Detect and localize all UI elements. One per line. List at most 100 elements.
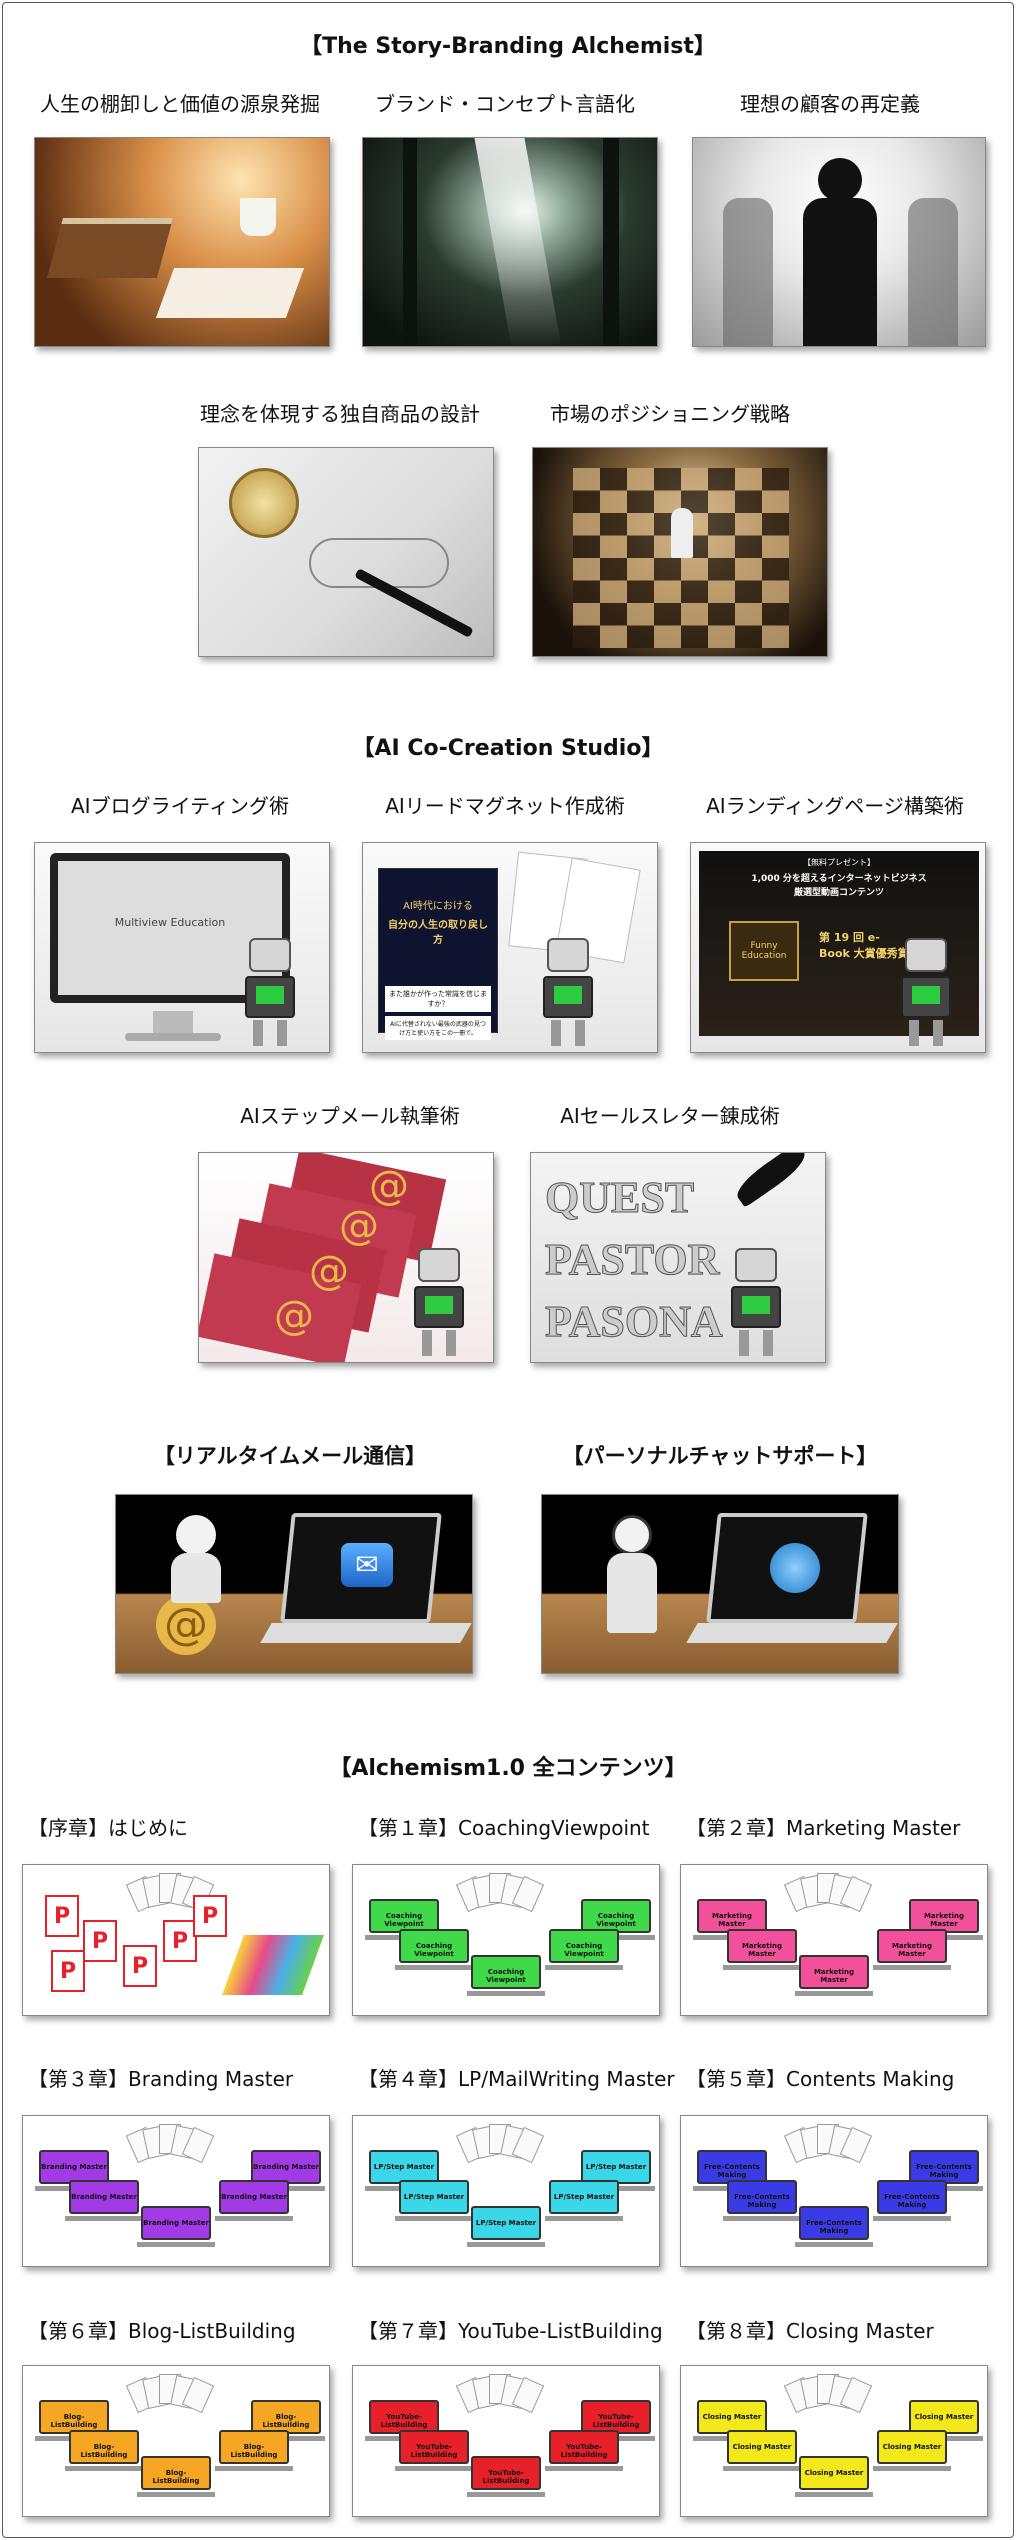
- quill-icon: [731, 1153, 811, 1208]
- pasona-word: PASONA: [545, 1297, 724, 1347]
- screen-label: YouTube-ListBuilding: [482, 2469, 530, 2485]
- robot-icon: [404, 1248, 474, 1358]
- screen-label: LP/Step Master: [373, 2163, 435, 2171]
- video-screen-icon: LP/Step Master: [549, 2180, 619, 2214]
- screen-label: Branding Master: [143, 2219, 209, 2227]
- video-screen-icon: Blog-ListBuilding: [141, 2456, 211, 2490]
- content-chapter-label: 【序章】はじめに: [28, 1816, 188, 1840]
- book-sub1: また誰かが作った常識を信じますか？: [385, 986, 491, 1012]
- screen-label: Closing Master: [702, 2413, 762, 2421]
- content-chapter-label: 【第４章】LP/MailWriting Master: [358, 2067, 675, 2091]
- pdf-document-icon: P: [45, 1895, 79, 1937]
- laptop-base: [795, 2242, 873, 2247]
- video-screen-icon: Closing Master: [727, 2430, 797, 2464]
- video-screen-icon: Coaching Viewpoint: [549, 1929, 619, 1963]
- at-sign-icon: @: [156, 1595, 216, 1655]
- screen-label: Coaching Viewpoint: [596, 1912, 636, 1928]
- screen-label: Branding Master: [41, 2163, 107, 2171]
- lp-tag: 【無料プレゼント】: [803, 858, 875, 867]
- ai-blog-image: Multiview Education: [34, 842, 330, 1053]
- forest-light-image: [362, 137, 658, 347]
- laptop-base: [545, 2216, 623, 2221]
- laptop-base: [215, 2216, 293, 2221]
- screen-label: Free-Contents Making: [704, 2163, 760, 2179]
- video-screen-icon: Blog-ListBuilding: [39, 2400, 109, 2434]
- video-screen-icon: Branding Master: [141, 2206, 211, 2240]
- screen-label: YouTube-ListBuilding: [410, 2443, 458, 2459]
- video-screen-icon: Blog-ListBuilding: [69, 2430, 139, 2464]
- video-screen-icon: Coaching Viewpoint: [471, 1955, 541, 1989]
- ai-sales-letter-image: QUEST PASTOR PASONA: [530, 1152, 826, 1363]
- screen-label: Coaching Viewpoint: [414, 1942, 454, 1958]
- laptop-base: [395, 1965, 473, 1970]
- video-screen-icon: Marketing Master: [697, 1899, 767, 1933]
- screen-label: Marketing Master: [741, 1942, 783, 1958]
- pdf-document-icon: P: [83, 1920, 117, 1962]
- video-screen-icon: Closing Master: [697, 2400, 767, 2434]
- ideal-customer-image: [692, 137, 986, 347]
- video-screen-icon: Blog-ListBuilding: [219, 2430, 289, 2464]
- pdf-document-icon: P: [193, 1895, 227, 1937]
- laptop-base: [137, 2242, 215, 2247]
- screen-label: Blog-ListBuilding: [80, 2443, 128, 2459]
- laptop-base: [467, 2242, 545, 2247]
- screen-label: Closing Master: [732, 2443, 792, 2451]
- video-screen-icon: Coaching Viewpoint: [399, 1929, 469, 1963]
- screen-label: Coaching Viewpoint: [384, 1912, 424, 1928]
- figure-icon: [176, 1515, 216, 1555]
- ai-studio-title: 【AI Co-Creation Studio】: [352, 736, 664, 761]
- chess-board-image: [532, 447, 828, 657]
- at-sign-icon: @: [339, 1203, 379, 1249]
- video-screen-icon: Free-Contents Making: [799, 2206, 869, 2240]
- screen-label: Marketing Master: [813, 1968, 855, 1984]
- laptop-base: [873, 2216, 951, 2221]
- screen-label: Marketing Master: [891, 1942, 933, 1958]
- screen-label: Marketing Master: [923, 1912, 965, 1928]
- video-screen-icon: Free-Contents Making: [909, 2150, 979, 2184]
- laptop-base: [723, 2466, 801, 2471]
- content-chapter-label: 【第５章】Contents Making: [686, 2067, 955, 2091]
- story-item-label: 市場のポジショニング戦略: [550, 402, 790, 426]
- video-screen-icon: Closing Master: [877, 2430, 947, 2464]
- screen-label: Branding Master: [71, 2193, 137, 2201]
- screen-label: Closing Master: [882, 2443, 942, 2451]
- book-title-line1: AI時代における: [403, 901, 473, 912]
- screen-label: YouTube-ListBuilding: [592, 2413, 640, 2429]
- ai-item-label: AIステップメール執筆術: [240, 1104, 460, 1128]
- personal-chat-title: 【パーソナルチャットサポート】: [562, 1444, 878, 1468]
- ai-step-mail-image: @ @ @ @: [198, 1152, 494, 1363]
- video-screen-icon: Blog-ListBuilding: [251, 2400, 321, 2434]
- content-chapter-label: 【第１章】CoachingViewpoint: [358, 1816, 650, 1840]
- screen-label: YouTube-ListBuilding: [560, 2443, 608, 2459]
- product-design-image: [198, 447, 494, 657]
- screen-label: Closing Master: [914, 2413, 974, 2421]
- book-title-line2: 自分の人生の取り戻し方: [388, 920, 488, 946]
- video-screen-icon: Branding Master: [251, 2150, 321, 2184]
- video-screen-icon: Free-Contents Making: [727, 2180, 797, 2214]
- ai-item-label: AIランディングページ構築術: [706, 794, 964, 818]
- video-screen-icon: LP/Step Master: [581, 2150, 651, 2184]
- story-item-label: ブランド・コンセプト言語化: [375, 92, 635, 116]
- screen-label: LP/Step Master: [585, 2163, 647, 2171]
- video-screen-icon: Closing Master: [799, 2456, 869, 2490]
- contents-title: 【Alchemism1.0 全コンテンツ】: [329, 1756, 687, 1781]
- laptop-base: [65, 2466, 143, 2471]
- book-sub2: AIに代替されない最強の武器の見つけ方と使い方をこの一冊で。: [385, 1016, 491, 1040]
- laptop-base: [545, 2466, 623, 2471]
- story-item-label: 理念を体現する独自商品の設計: [200, 402, 480, 426]
- laptop-base: [65, 2216, 143, 2221]
- quest-word: QUEST: [545, 1173, 695, 1223]
- laptop-base: [545, 1965, 623, 1970]
- screen-label: Free-Contents Making: [916, 2163, 972, 2179]
- screen-label: Free-Contents Making: [884, 2193, 940, 2209]
- laptop-base: [137, 2492, 215, 2497]
- screen-label: Blog-ListBuilding: [50, 2413, 98, 2429]
- screen-text: Multiview Education: [114, 916, 226, 929]
- laptop-base: [467, 1991, 545, 1996]
